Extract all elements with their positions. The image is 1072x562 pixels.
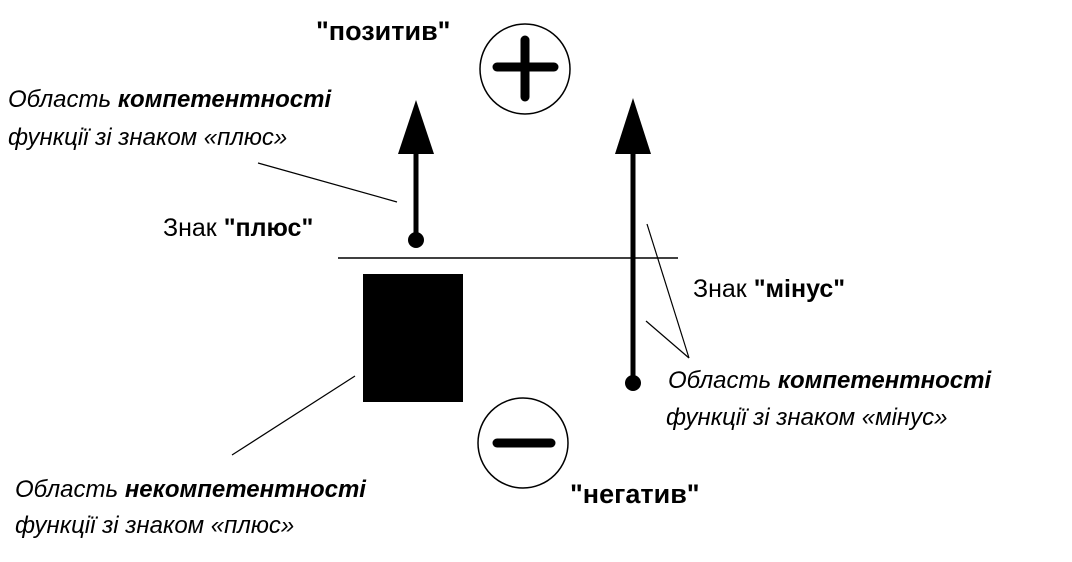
competence-minus-line2: функції зі знаком «мінус» bbox=[666, 404, 947, 431]
plus-arrow bbox=[398, 100, 434, 248]
competence-minus-line1: Область компетентності bbox=[668, 367, 992, 394]
pointer-lines-competence-minus bbox=[645, 223, 690, 359]
competence-plus-line1: Область компетентності bbox=[8, 86, 332, 113]
negative-label: "негатив" bbox=[570, 479, 700, 509]
positive-label: "позитив" bbox=[316, 16, 451, 46]
minus-arrow bbox=[615, 98, 651, 391]
incompetence-plus-line1: Область некомпетентності bbox=[15, 476, 367, 503]
competence-plus-line2: функції зі знаком «плюс» bbox=[8, 124, 287, 151]
plus-icon bbox=[479, 23, 571, 115]
pointer-line-incompetence-plus bbox=[231, 375, 356, 456]
pointer-line-competence-plus bbox=[257, 162, 398, 203]
incompetence-plus-line2: функції зі знаком «плюс» bbox=[15, 512, 294, 539]
minus-icon bbox=[477, 397, 569, 489]
incompetence-block bbox=[363, 274, 463, 402]
minus-sign-label: Знак "мінус" bbox=[693, 275, 845, 303]
plus-sign-label: Знак "плюс" bbox=[163, 214, 313, 242]
